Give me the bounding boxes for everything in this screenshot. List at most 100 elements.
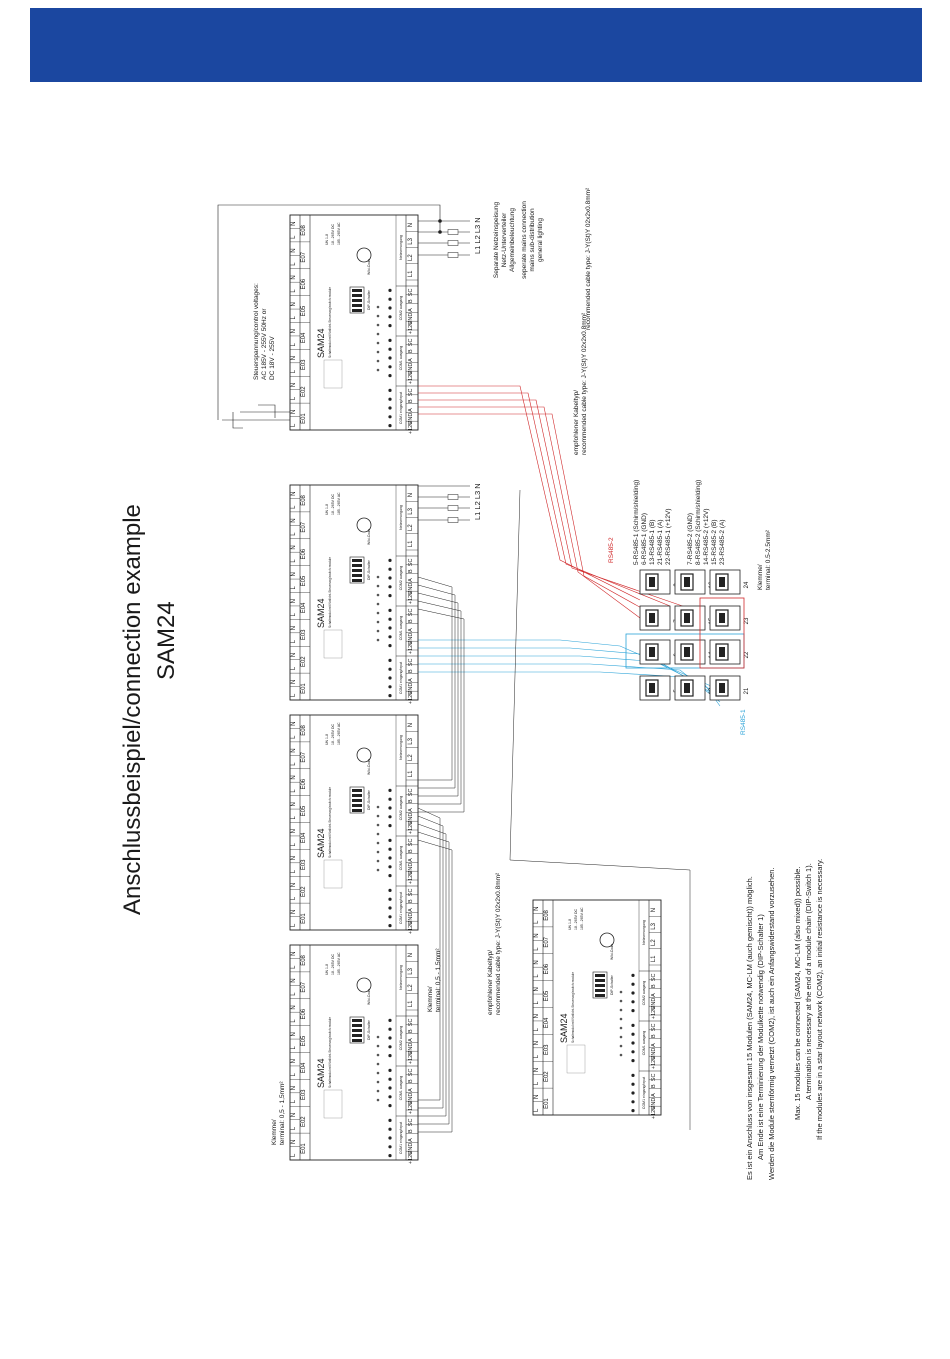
com-terminal-label: SC <box>651 1024 657 1032</box>
terminal-screw-inner <box>649 683 655 693</box>
pin-label: L <box>291 505 297 509</box>
pin-label: N <box>291 1059 297 1063</box>
dip-switch <box>349 786 365 814</box>
led-dot <box>376 841 380 845</box>
mains-terminal-label: L3 <box>408 967 414 974</box>
pin-label: L <box>291 815 297 819</box>
com-block-label: COM1 ausgang <box>399 846 403 871</box>
fuse <box>447 517 459 523</box>
input-label: E07 <box>301 981 307 992</box>
daisy-chain-wire <box>417 807 441 1101</box>
terminal-dot <box>631 1059 635 1063</box>
led-dot <box>619 999 623 1003</box>
com-terminal-label: SC <box>408 1019 414 1027</box>
terminal-dot <box>388 356 392 360</box>
svg-text:Klemme/: Klemme/ <box>427 986 434 1012</box>
input-label: E08 <box>544 909 550 920</box>
input-label: E02 <box>544 1071 550 1082</box>
com-terminal-label: SC <box>651 1074 657 1082</box>
pin-label: N <box>291 802 297 806</box>
com-terminal-label: A <box>408 858 414 862</box>
pin-label: N <box>291 329 297 333</box>
module-name: SAM24 <box>316 328 326 358</box>
pin-label: L <box>291 992 297 996</box>
pin-label: L <box>291 396 297 400</box>
input-label: E06 <box>301 278 307 289</box>
pin-label: N <box>291 829 297 833</box>
module-frame <box>289 714 419 931</box>
mains-block-label: Netzversorgung <box>399 735 403 760</box>
led-dot <box>619 1053 623 1057</box>
module-frame <box>532 899 662 1116</box>
terminal-dot <box>388 874 392 878</box>
terminal-screw-inner <box>684 613 690 623</box>
sam24-module-1: LNLNLNLNLNLNLNLNE01E02E03E04E05E06E07E08… <box>289 214 419 434</box>
sam24-module-2: LNLNLNLNLNLNLNLNE01E02E03E04E05E06E07E08… <box>289 484 419 704</box>
svg-text:Allgemeinbeleuchtung: Allgemeinbeleuchtung <box>509 208 516 272</box>
terminal-dot <box>388 1086 392 1090</box>
mains-terminal-label: N <box>408 723 414 727</box>
led-dot <box>376 359 380 363</box>
annotation-mains-top: L1 L2 L3 N <box>473 217 482 254</box>
terminal-dot <box>631 1000 635 1004</box>
input-label: E08 <box>301 954 307 965</box>
terminal-dot <box>631 1023 635 1027</box>
pin-label: L <box>291 639 297 643</box>
svg-text:5-RS485-1 (Schirm/shielding): 5-RS485-1 (Schirm/shielding) <box>633 480 640 565</box>
input-label: E03 <box>301 859 307 870</box>
svg-text:terminal: 0,5 - 1,5mm²: terminal: 0,5 - 1,5mm² <box>279 1081 286 1145</box>
terminal-dot <box>388 585 392 589</box>
com-terminal-label: SC <box>408 609 414 617</box>
pin-label: L <box>291 342 297 346</box>
module-frame <box>289 214 419 431</box>
com-terminal-label: GND <box>408 363 414 375</box>
com-terminal-label: +12V <box>408 371 414 384</box>
led-dot <box>376 832 380 836</box>
rating-label: UN 1-8 <box>325 964 329 975</box>
svg-text:Netz-Unterverteiler: Netz-Unterverteiler <box>501 212 508 267</box>
input-label: E05 <box>301 575 307 586</box>
annotation-terminal-mid: Klemme/ terminal: 0,5 - 1,5mm² <box>427 948 442 1012</box>
annotation-control-voltage: Steuerspannung/control voltages: AC 185V… <box>253 283 276 380</box>
svg-text:Max. 15 modules can be connect: Max. 15 modules can be connected (SAM24,… <box>793 867 802 1120</box>
pin-label: L <box>291 1045 297 1049</box>
com-terminal-label: GND <box>408 913 414 925</box>
rating-label: 185...265V AC <box>337 222 341 245</box>
input-label: E01 <box>301 683 307 694</box>
rating-label: 185...265V AC <box>337 722 341 745</box>
terminal-dot <box>388 365 392 369</box>
pin-label: L <box>291 585 297 589</box>
pin-label: L <box>291 315 297 319</box>
com-block-label: COM1 ausgang <box>399 616 403 641</box>
annotation-rs485-1-label: RS485-1 <box>740 709 747 735</box>
com-terminal-label: B <box>408 1129 414 1133</box>
mains-terminal-label: L2 <box>408 984 414 991</box>
com-terminal-label: GND <box>651 1048 657 1060</box>
terminal-dot <box>388 617 392 621</box>
led-dot <box>376 859 380 863</box>
input-label: E06 <box>301 1008 307 1019</box>
terminal-dot <box>388 338 392 342</box>
led-dot <box>376 1062 380 1066</box>
dip-label: DIP-Schalter <box>367 289 371 310</box>
pin-label: N <box>291 952 297 956</box>
rating-label: UN 1-8 <box>325 234 329 245</box>
rs485-2-outline <box>699 597 745 669</box>
svg-text:Steuerspannung/control voltage: Steuerspannung/control voltages: <box>253 283 260 380</box>
terminal-dot <box>388 567 392 571</box>
terminal-dot <box>388 847 392 851</box>
wiki-label: Wiki-Code <box>367 759 371 775</box>
com-terminal-label: B <box>651 984 657 988</box>
mains-block-label: Netzversorgung <box>399 235 403 260</box>
pin-label: N <box>534 1014 540 1018</box>
com-terminal-label: B <box>651 1084 657 1088</box>
terminal-dot <box>388 1054 392 1058</box>
terminal-dot <box>631 982 635 986</box>
rating-label: 185...265V AC <box>337 492 341 515</box>
pin-label: L <box>291 1099 297 1103</box>
input-label: E03 <box>301 1089 307 1100</box>
rating-label: 185...265V AC <box>337 952 341 975</box>
svg-text:L1 L2 L3 N: L1 L2 L3 N <box>473 217 482 254</box>
svg-text:RS485-1: RS485-1 <box>740 709 747 735</box>
svg-text:13-RS485-1 (B): 13-RS485-1 (B) <box>649 519 656 565</box>
